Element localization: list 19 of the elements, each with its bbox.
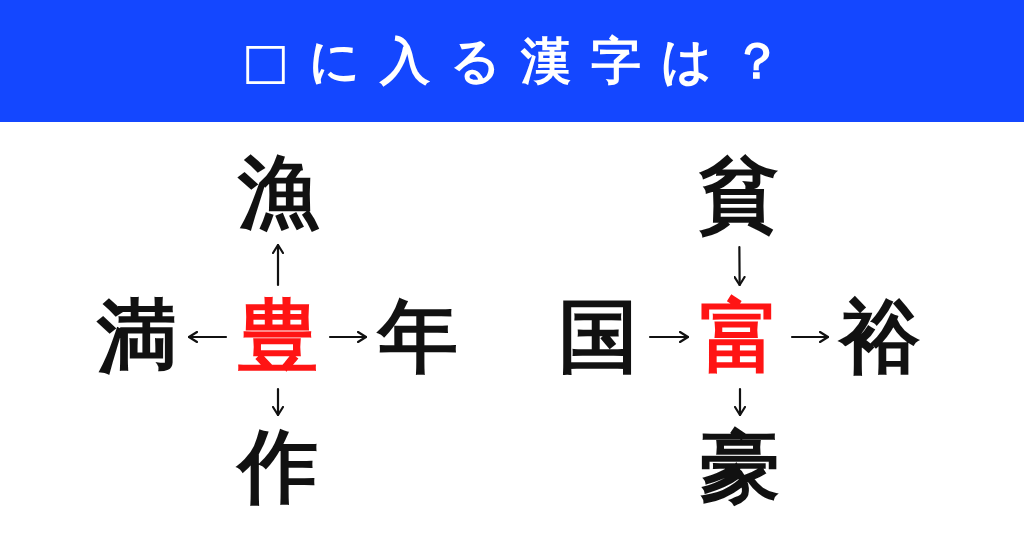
arrow: [271, 243, 285, 287]
arrow: [733, 245, 746, 287]
kanji-character: 裕: [834, 291, 926, 383]
title-text: □に入る漢字は？: [240, 36, 803, 86]
kanji-character: 漁: [232, 147, 324, 239]
kanji-character: 豪: [694, 421, 786, 513]
kanji-character: 作: [232, 421, 324, 513]
kanji-character: 貧: [693, 149, 785, 241]
kanji-character: 満: [91, 291, 183, 383]
arrow: [328, 330, 368, 344]
arrow: [271, 387, 285, 417]
kanji-character: 富: [694, 291, 786, 383]
kanji-character: 国: [552, 291, 644, 383]
arrow: [187, 330, 228, 344]
kanji-character: 豊: [232, 291, 324, 383]
arrow: [648, 330, 690, 344]
arrow: [733, 387, 747, 417]
arrow: [790, 330, 830, 344]
kanji-character: 年: [372, 291, 464, 383]
